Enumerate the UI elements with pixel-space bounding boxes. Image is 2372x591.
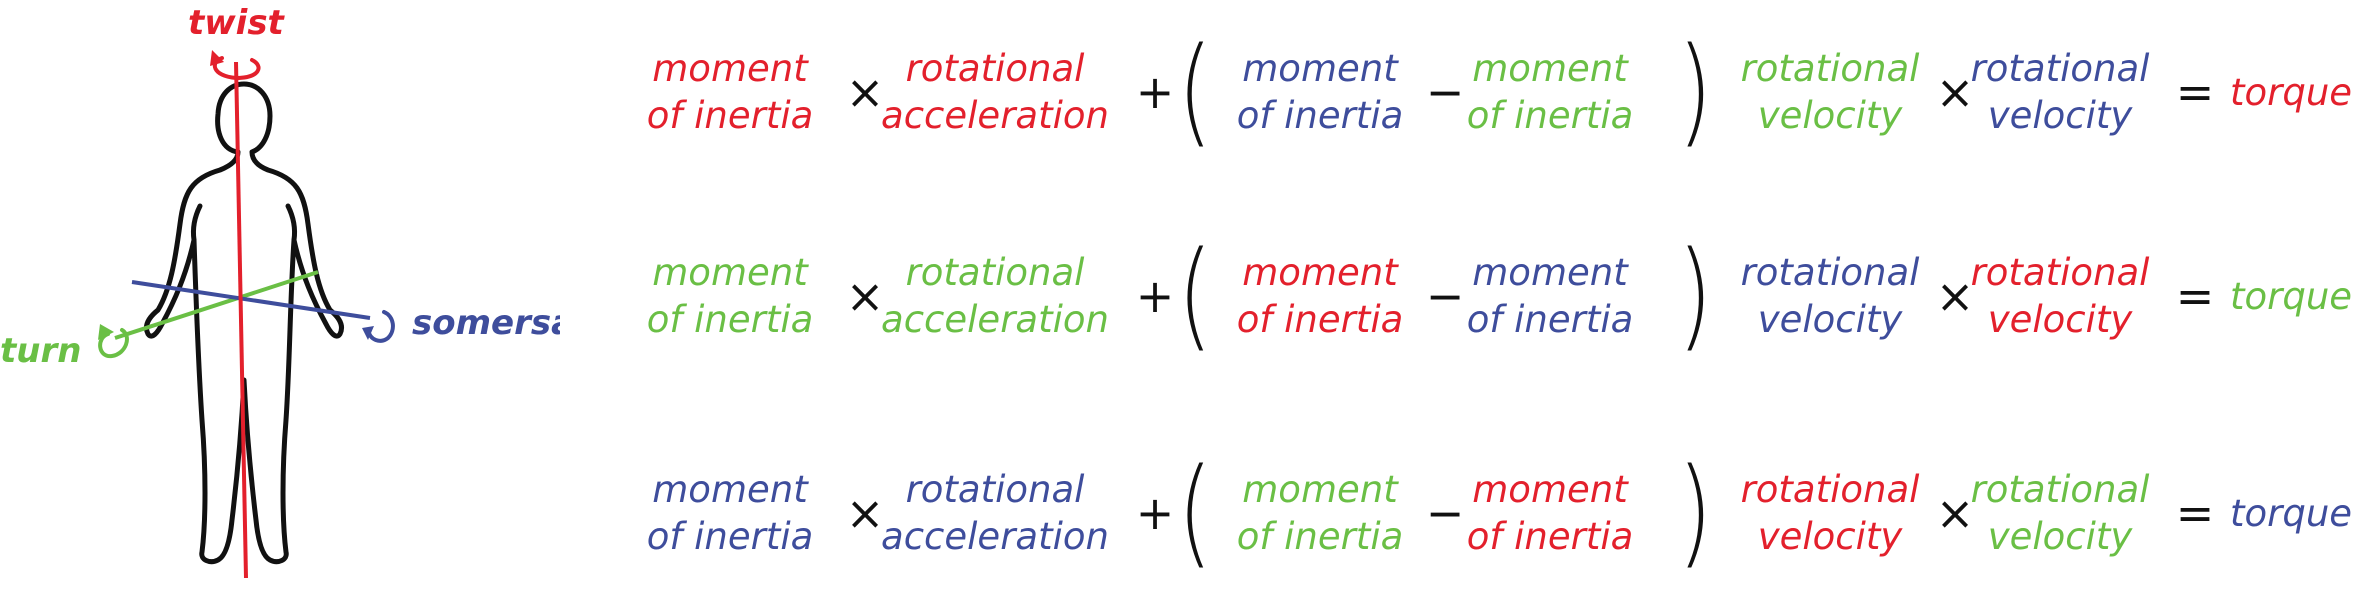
equation-term-line: moment xyxy=(1242,468,1398,511)
equation-term-line: of inertia xyxy=(1236,298,1404,341)
body-axes-svg: twist turn somersault xyxy=(0,3,560,579)
torque-result: torque xyxy=(2230,274,2353,318)
times-operator: × xyxy=(1935,65,1975,119)
right-arm-inner xyxy=(285,203,297,243)
equation-term-line: moment xyxy=(1472,251,1628,294)
human-silhouette xyxy=(143,81,345,565)
equation-term-line: of inertia xyxy=(646,298,814,341)
times-operator: × xyxy=(1935,486,1975,540)
equation-term-line: rotational xyxy=(905,47,1085,90)
equation-term-line: velocity xyxy=(1987,94,2133,137)
equation-term-line: moment xyxy=(652,251,808,294)
minus-operator: − xyxy=(1425,486,1465,540)
equation-term-line: of inertia xyxy=(1466,515,1634,558)
torque-result: torque xyxy=(2230,491,2353,535)
equation-term-line: velocity xyxy=(1757,298,1903,341)
equation-term-line: velocity xyxy=(1987,515,2133,558)
times-operator: × xyxy=(845,269,885,323)
right-parenthesis: ) xyxy=(1677,225,1713,363)
minus-operator: − xyxy=(1425,65,1465,119)
turn-axis xyxy=(114,270,319,340)
equals-operator: = xyxy=(2175,486,2215,540)
right-parenthesis: ) xyxy=(1677,442,1713,580)
minus-operator: − xyxy=(1425,269,1465,323)
equation-term-line: moment xyxy=(1472,47,1628,90)
equation-term-line: acceleration xyxy=(881,298,1109,341)
equation-term-line: rotational xyxy=(1740,47,1920,90)
equation-term-line: moment xyxy=(652,47,808,90)
equals-operator: = xyxy=(2175,269,2215,323)
equation-term-line: of inertia xyxy=(1466,94,1634,137)
equation-term-line: rotational xyxy=(905,468,1085,511)
turn-label: turn xyxy=(0,331,81,371)
equation-term-line: rotational xyxy=(1970,468,2150,511)
plus-operator: + xyxy=(1135,486,1175,540)
somersault-arrow-head xyxy=(362,326,374,340)
equation-term-line: velocity xyxy=(1757,515,1903,558)
equation-term-line: acceleration xyxy=(881,94,1109,137)
equation-term-line: rotational xyxy=(1740,251,1920,294)
equation-term-line: moment xyxy=(1242,47,1398,90)
equation-term-line: of inertia xyxy=(646,94,814,137)
equation-term-line: acceleration xyxy=(881,515,1109,558)
body-axes-figure: twist turn somersault xyxy=(0,0,560,591)
twist-axis xyxy=(234,61,248,579)
equation-term-line: moment xyxy=(652,468,808,511)
left-parenthesis: ( xyxy=(1177,442,1213,580)
left-parenthesis: ( xyxy=(1177,21,1213,159)
somersault-axis xyxy=(131,280,371,320)
equation-term-line: of inertia xyxy=(646,515,814,558)
equation-term-line: moment xyxy=(1472,468,1628,511)
equation-term-line: rotational xyxy=(905,251,1085,294)
equation-term-line: velocity xyxy=(1757,94,1903,137)
times-operator: × xyxy=(845,65,885,119)
turn-arrow-head xyxy=(98,324,114,340)
right-parenthesis: ) xyxy=(1677,21,1713,159)
left-parenthesis: ( xyxy=(1177,225,1213,363)
plus-operator: + xyxy=(1135,269,1175,323)
times-operator: × xyxy=(1935,269,1975,323)
equation-term-line: rotational xyxy=(1970,251,2150,294)
turn-rotation-arrow xyxy=(98,328,129,359)
torque-result: torque xyxy=(2230,70,2353,114)
twist-arrow-head xyxy=(210,50,224,66)
equation-term-line: velocity xyxy=(1987,298,2133,341)
equation-term-line: rotational xyxy=(1740,468,1920,511)
equation-term-line: of inertia xyxy=(1236,515,1404,558)
somersault-rotation-arrow xyxy=(366,310,395,343)
equals-operator: = xyxy=(2175,65,2215,119)
somersault-label: somersault xyxy=(412,303,560,343)
equation-term-line: rotational xyxy=(1970,47,2150,90)
left-arm-inner xyxy=(191,203,203,243)
times-operator: × xyxy=(845,486,885,540)
twist-label: twist xyxy=(188,3,286,43)
equation-term-line: moment xyxy=(1242,251,1398,294)
plus-operator: + xyxy=(1135,65,1175,119)
equation-term-line: of inertia xyxy=(1466,298,1634,341)
equation-term-line: of inertia xyxy=(1236,94,1404,137)
